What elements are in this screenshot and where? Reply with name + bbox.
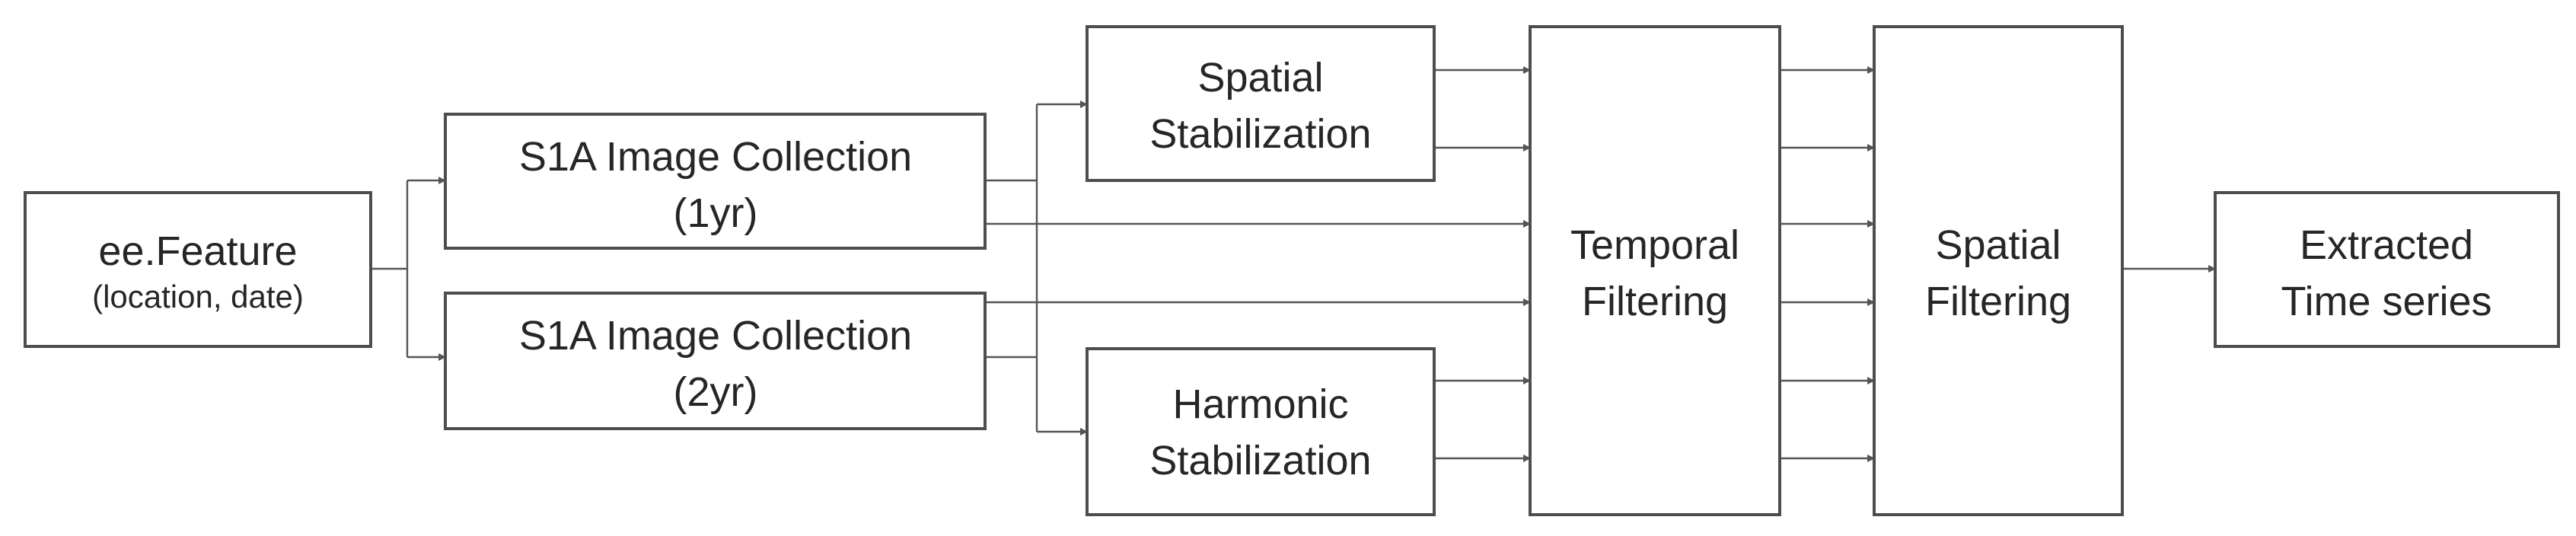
node-harmonic-stabilization: Harmonic Stabilization xyxy=(1086,347,1436,516)
node-extracted-time-series: Extracted Time series xyxy=(2214,191,2560,348)
node-extracted-time-series-line1: Extracted xyxy=(2300,222,2473,268)
node-temporal-filtering: Temporal Filtering xyxy=(1529,25,1781,516)
node-temporal-filtering-line1: Temporal xyxy=(1570,222,1739,268)
node-ee-feature: ee.Feature (location, date) xyxy=(24,191,372,348)
node-s1a-2yr-line1: S1A Image Collection xyxy=(519,313,912,359)
node-s1a-1yr: S1A Image Collection (1yr) xyxy=(444,113,987,250)
node-spatial-stabilization-line1: Spatial xyxy=(1197,55,1323,100)
node-ee-feature-title: ee.Feature xyxy=(98,228,297,274)
node-extracted-time-series-box xyxy=(2214,191,2560,348)
node-harmonic-stabilization-line1: Harmonic xyxy=(1172,381,1348,427)
node-spatial-filtering-line1: Spatial xyxy=(1935,222,2061,268)
node-s1a-2yr: S1A Image Collection (2yr) xyxy=(444,292,987,430)
node-spatial-stabilization-line2: Stabilization xyxy=(1149,111,1371,157)
node-spatial-stabilization-box xyxy=(1086,25,1436,182)
node-s1a-2yr-line2: (2yr) xyxy=(674,369,758,415)
node-spatial-filtering-box xyxy=(1873,25,2124,516)
node-s1a-1yr-line1: S1A Image Collection xyxy=(519,134,912,180)
node-temporal-filtering-line2: Filtering xyxy=(1582,279,1728,324)
node-spatial-stabilization: Spatial Stabilization xyxy=(1086,25,1436,182)
node-ee-feature-subtitle: (location, date) xyxy=(92,279,304,314)
node-extracted-time-series-line2: Time series xyxy=(2281,279,2492,324)
edges xyxy=(371,66,2216,462)
node-ee-feature-box xyxy=(24,191,372,348)
node-temporal-filtering-box xyxy=(1529,25,1781,516)
node-spatial-filtering: Spatial Filtering xyxy=(1873,25,2124,516)
node-s1a-1yr-box xyxy=(444,113,987,250)
node-s1a-1yr-line2: (1yr) xyxy=(674,190,758,236)
node-s1a-2yr-box xyxy=(444,292,987,430)
node-harmonic-stabilization-box xyxy=(1086,347,1436,516)
node-spatial-filtering-line2: Filtering xyxy=(1925,279,2071,324)
node-harmonic-stabilization-line2: Stabilization xyxy=(1149,438,1371,483)
